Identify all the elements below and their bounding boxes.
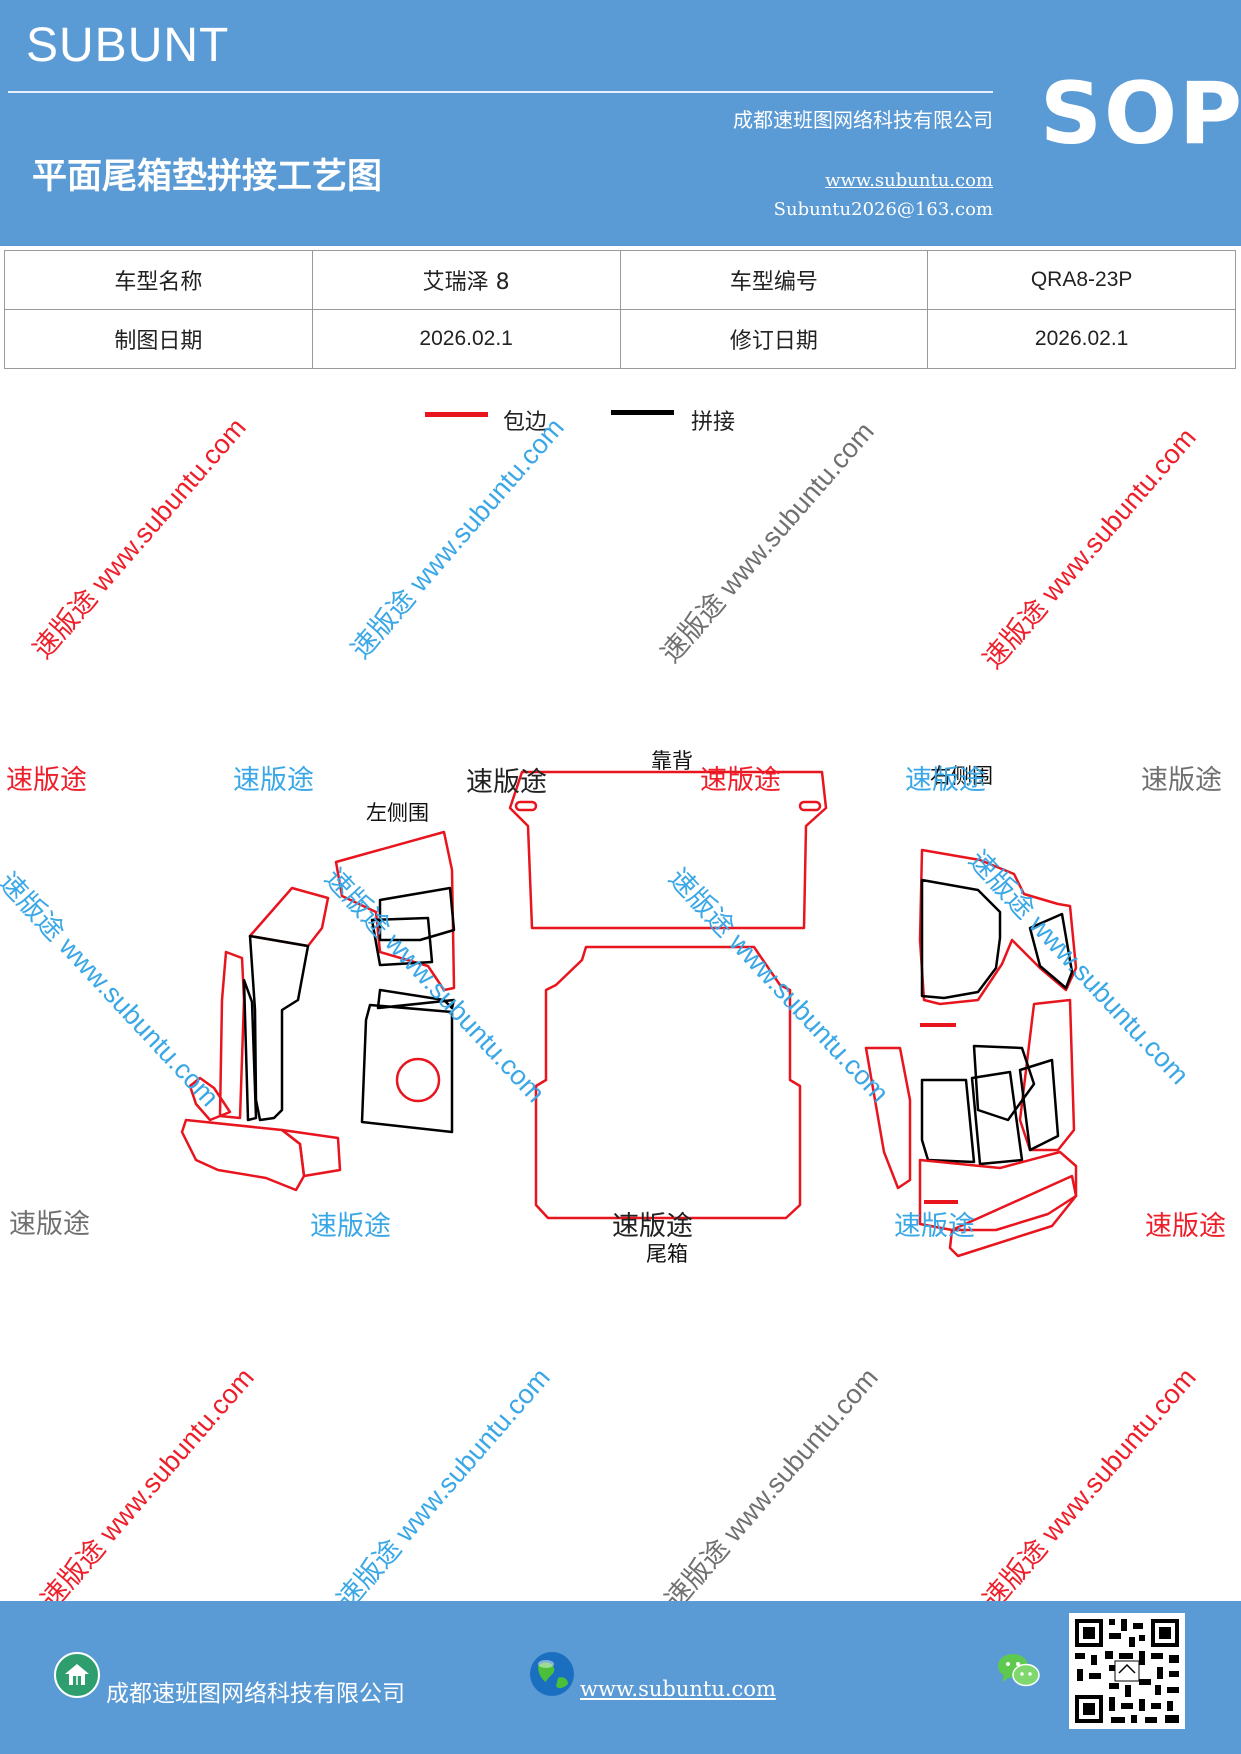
watermark-brand: 速版途	[233, 765, 314, 796]
right-side-panels	[864, 848, 1078, 1258]
legend-splice-label: 拼接	[691, 410, 736, 435]
trunk-panel	[534, 945, 802, 1220]
table-row: 制图日期 2026.02.1 修订日期 2026.02.1	[4, 309, 1236, 369]
watermark-brand: 速版途	[700, 765, 781, 796]
header-divider	[8, 91, 993, 93]
watermark-brand: 速版途	[894, 1211, 975, 1242]
sop-badge: SOP	[1040, 64, 1241, 164]
table-row: 车型名称 艾瑞泽 8 车型编号 QRA8-23P	[4, 250, 1236, 310]
footer-website-link[interactable]: www.subuntu.com	[580, 1677, 776, 1701]
model-code-value: QRA8-23P	[927, 250, 1236, 310]
model-code-label: 车型编号	[619, 250, 929, 310]
revise-date-label: 修订日期	[619, 309, 929, 369]
email-text: Subuntu2026@163.com	[773, 199, 993, 220]
label-right-side: 右侧围	[930, 764, 993, 788]
wechat-icon	[998, 1654, 1040, 1687]
home-icon	[54, 1652, 100, 1698]
label-backrest: 靠背	[651, 749, 693, 773]
model-name-value: 艾瑞泽 8	[311, 250, 621, 310]
left-side-panels	[180, 830, 456, 1192]
label-left-side: 左侧围	[366, 801, 429, 825]
watermark-brand: 速版途	[905, 765, 986, 796]
website-link[interactable]: www.subuntu.com	[825, 170, 993, 191]
label-trunk: 尾箱	[646, 1242, 688, 1266]
info-table: 车型名称 艾瑞泽 8 车型编号 QRA8-23P 制图日期 2026.02.1 …	[4, 250, 1236, 369]
header-banner	[0, 0, 1241, 246]
globe-icon	[530, 1652, 574, 1696]
watermark-brand: 速版途	[9, 1209, 90, 1240]
watermark-brand: 速版途	[612, 1211, 693, 1242]
brand-name: SUBUNT	[26, 19, 230, 72]
watermark-brand: 速版途	[466, 767, 547, 798]
backrest-panel	[508, 770, 828, 930]
watermark-brand: 速版途	[1141, 765, 1222, 796]
revise-date-value: 2026.02.1	[927, 309, 1236, 369]
legend-edge-swatch	[425, 412, 488, 417]
model-name-label: 车型名称	[4, 250, 313, 310]
draw-date-label: 制图日期	[4, 309, 313, 369]
watermark-brand: 速版途	[310, 1211, 391, 1242]
watermark-brand: 速版途	[1145, 1211, 1226, 1242]
legend-splice-swatch	[611, 410, 674, 415]
document-title: 平面尾箱垫拼接工艺图	[32, 157, 383, 197]
legend-edge-label: 包边	[503, 410, 548, 435]
company-name: 成都速班图网络科技有限公司	[733, 108, 993, 132]
qr-code	[1069, 1613, 1185, 1729]
watermark-brand: 速版途	[6, 765, 87, 796]
draw-date-value: 2026.02.1	[311, 309, 621, 369]
footer-company-name: 成都速班图网络科技有限公司	[106, 1681, 405, 1707]
